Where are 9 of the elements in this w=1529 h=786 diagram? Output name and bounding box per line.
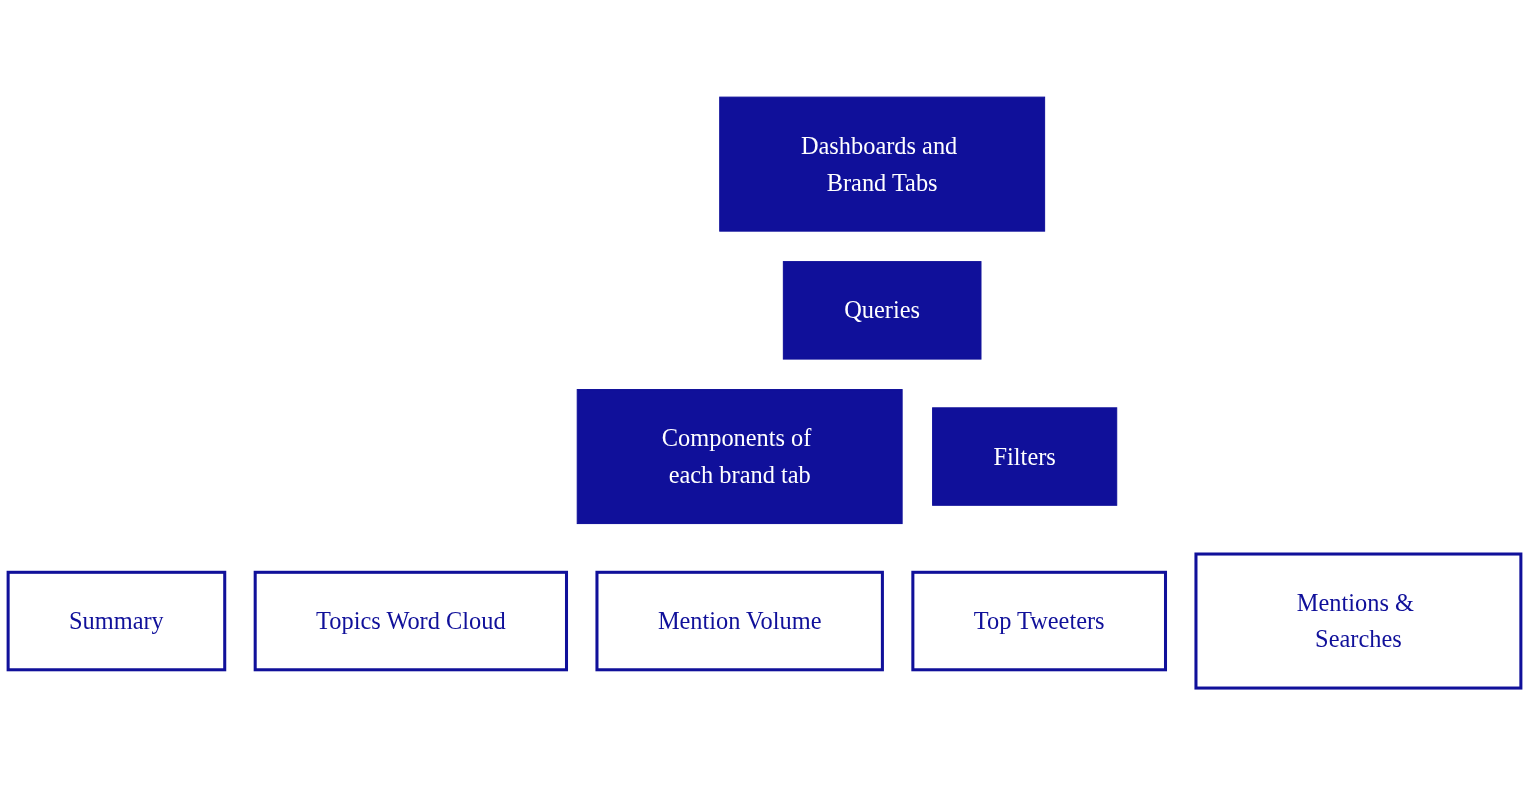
- node-box: Top Tweeters: [911, 571, 1168, 672]
- node-box: Summary: [6, 571, 227, 672]
- node-box: Dashboards and Brand Tabs: [719, 97, 1046, 233]
- node-box: Mentions & Searches: [1194, 552, 1523, 690]
- node-box: Components of each brand tab: [576, 389, 903, 525]
- node-box: Filters: [932, 407, 1118, 507]
- node-box: Mention Volume: [595, 571, 884, 672]
- node-box: Queries: [782, 261, 982, 360]
- node-box: Topics Word Cloud: [253, 571, 569, 672]
